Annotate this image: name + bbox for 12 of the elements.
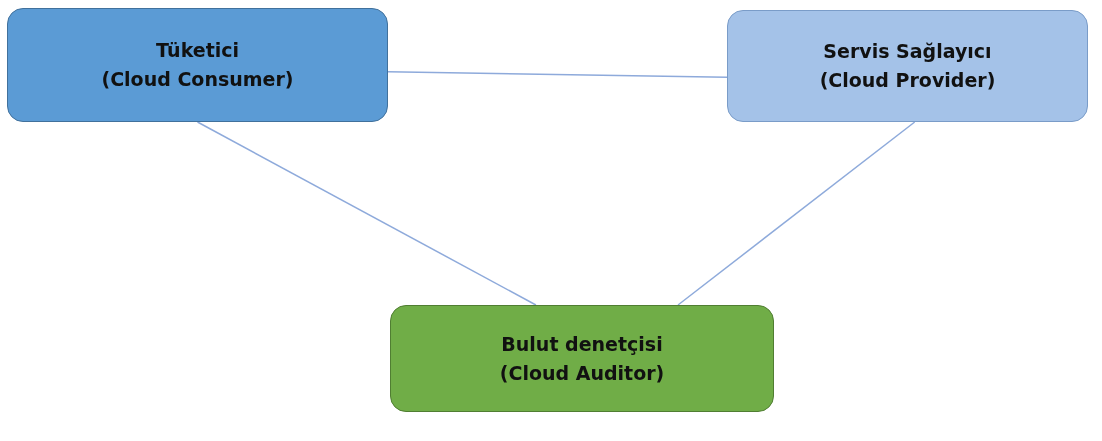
connector-line: [196, 121, 537, 306]
connector-line: [677, 121, 916, 306]
box-label: (Cloud Auditor): [499, 362, 665, 384]
connector-line: [387, 71, 728, 78]
box-label: (Cloud Provider): [819, 70, 996, 91]
box-label: Bulut denetçisi: [501, 333, 663, 355]
box-label: (Cloud Consumer): [101, 69, 294, 90]
box-label: Servis Sağlayıcı: [823, 41, 992, 62]
rounded-box: [7, 8, 388, 122]
rounded-box: [390, 305, 774, 412]
rounded-box: [727, 10, 1088, 122]
box-label: Tüketici: [155, 40, 240, 61]
